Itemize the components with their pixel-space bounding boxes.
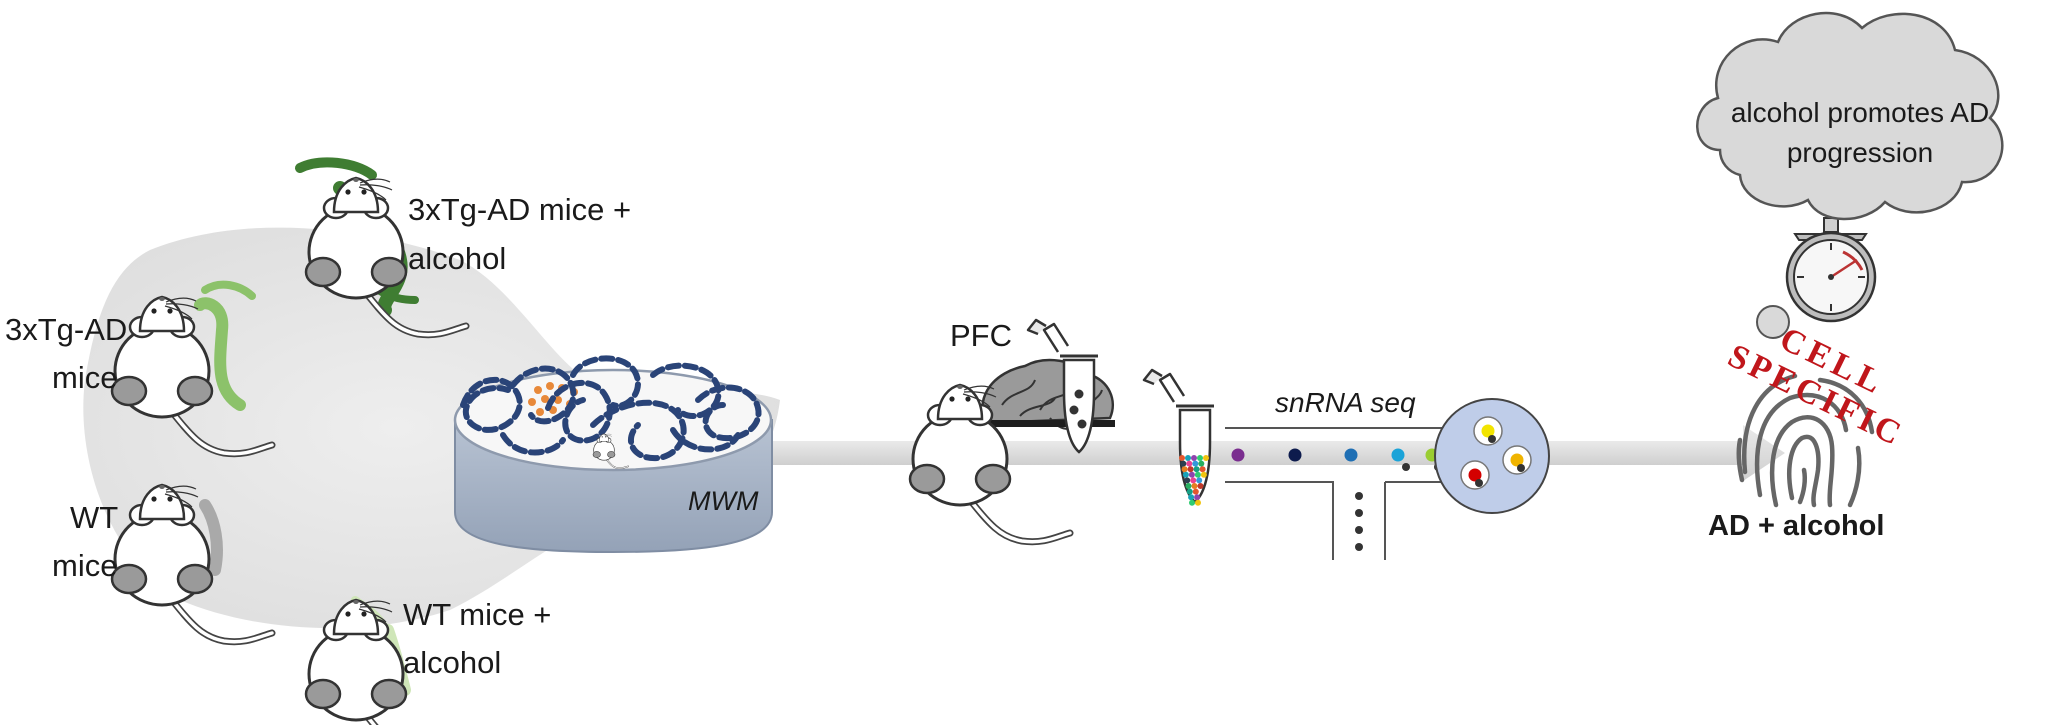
droplet-plate	[1434, 398, 1550, 514]
cell-dot	[1194, 471, 1201, 478]
cell-dot	[1197, 455, 1203, 461]
fingerprint-icon	[1736, 373, 1875, 508]
cell-dot	[1192, 460, 1199, 467]
result-step: CELL SPECIFIC AD + alcohol	[1708, 320, 1910, 542]
thought-line-1: alcohol promotes AD	[1731, 97, 1989, 128]
droplet	[1288, 448, 1302, 462]
encapsulated-cells	[1460, 416, 1532, 490]
group-background	[83, 227, 781, 629]
cell-dot	[1200, 471, 1207, 478]
cell-dot	[1185, 483, 1192, 489]
tube-cell-mixture	[1179, 455, 1209, 506]
cell-dot	[1186, 488, 1193, 495]
cell-dot	[1185, 455, 1191, 461]
cell-dot	[1190, 477, 1197, 484]
cell-nucleus	[1481, 424, 1495, 438]
group-3xtg: 3xTg-AD mice	[5, 280, 272, 454]
group-3xtg-alcohol-label-2: alcohol	[408, 241, 506, 276]
channel-dots	[1355, 492, 1363, 551]
cell-dot	[1186, 460, 1193, 467]
group-3xtg-label-1: 3xTg-AD	[5, 312, 127, 347]
cell-bead	[1475, 479, 1483, 487]
group-3xtg-alcohol-label-1: 3xTg-AD mice +	[408, 192, 631, 227]
cell-dot	[1194, 494, 1201, 501]
maze-label: MWM	[688, 486, 759, 516]
cell-nucleus	[1468, 468, 1482, 482]
cell-dot	[1198, 460, 1205, 467]
cell-dot	[1180, 460, 1187, 467]
cell-dot	[1199, 466, 1206, 473]
cell-dot	[1203, 455, 1209, 461]
tube-dot	[1069, 405, 1079, 415]
snrna-seq-step: snRNA seq	[1142, 368, 1550, 560]
group-wt-alcohol: WT mice + alcohol	[306, 596, 551, 725]
pfc-label: PFC	[950, 318, 1012, 353]
result-label: AD + alcohol	[1708, 510, 1884, 542]
cell-dot	[1197, 483, 1204, 489]
cell-dot	[1179, 455, 1185, 461]
cell-specific-stamp: CELL SPECIFIC	[1722, 320, 1910, 454]
cell-dot	[1188, 494, 1195, 501]
tube-dot	[1077, 419, 1087, 429]
group-wt-alcohol-label-2: alcohol	[403, 645, 501, 680]
cell-dot	[1193, 466, 1200, 473]
cell-bead	[1488, 435, 1496, 443]
group-wt-label-1: WT	[70, 500, 118, 535]
group-3xtg-alcohol: 3xTg-AD mice + alcohol	[295, 157, 631, 334]
cell-dot	[1181, 466, 1188, 473]
cell-dot	[1192, 488, 1199, 495]
group-wt-alcohol-label-1: WT mice +	[403, 597, 551, 632]
seq-label: snRNA seq	[1275, 387, 1416, 418]
cell-dot	[1189, 499, 1195, 506]
main-arrow-head	[1743, 425, 1785, 481]
droplet-bead	[1402, 463, 1410, 471]
maze-platform-dots	[528, 382, 578, 416]
cell-dot	[1182, 471, 1189, 478]
tube-dot	[1074, 389, 1084, 399]
group-wt-label-2: mice	[52, 548, 117, 583]
droplet	[1391, 448, 1405, 462]
stopwatch-icon	[1785, 217, 1877, 323]
cell-dot	[1187, 466, 1194, 473]
cell-bead	[1517, 464, 1525, 472]
cell-dot	[1191, 455, 1197, 461]
cell-nucleus	[1510, 453, 1524, 467]
droplet	[1344, 448, 1358, 462]
cell-dot	[1196, 477, 1203, 484]
thought-dot	[1756, 305, 1790, 339]
cell-dot	[1191, 483, 1198, 489]
morris-water-maze: MWM	[453, 358, 773, 554]
group-wt: WT mice	[52, 485, 272, 642]
thought-cloud	[1696, 11, 2004, 221]
droplet	[1231, 448, 1245, 462]
thought-line-2: progression	[1787, 137, 1933, 168]
cell-dot	[1195, 499, 1201, 506]
cell-dot	[1188, 471, 1195, 478]
pfc-step: PFC	[910, 318, 1115, 542]
group-3xtg-label-2: mice	[52, 360, 117, 395]
thought-bubble: alcohol promotes AD progression	[1696, 11, 2004, 339]
cell-dot	[1184, 477, 1191, 484]
